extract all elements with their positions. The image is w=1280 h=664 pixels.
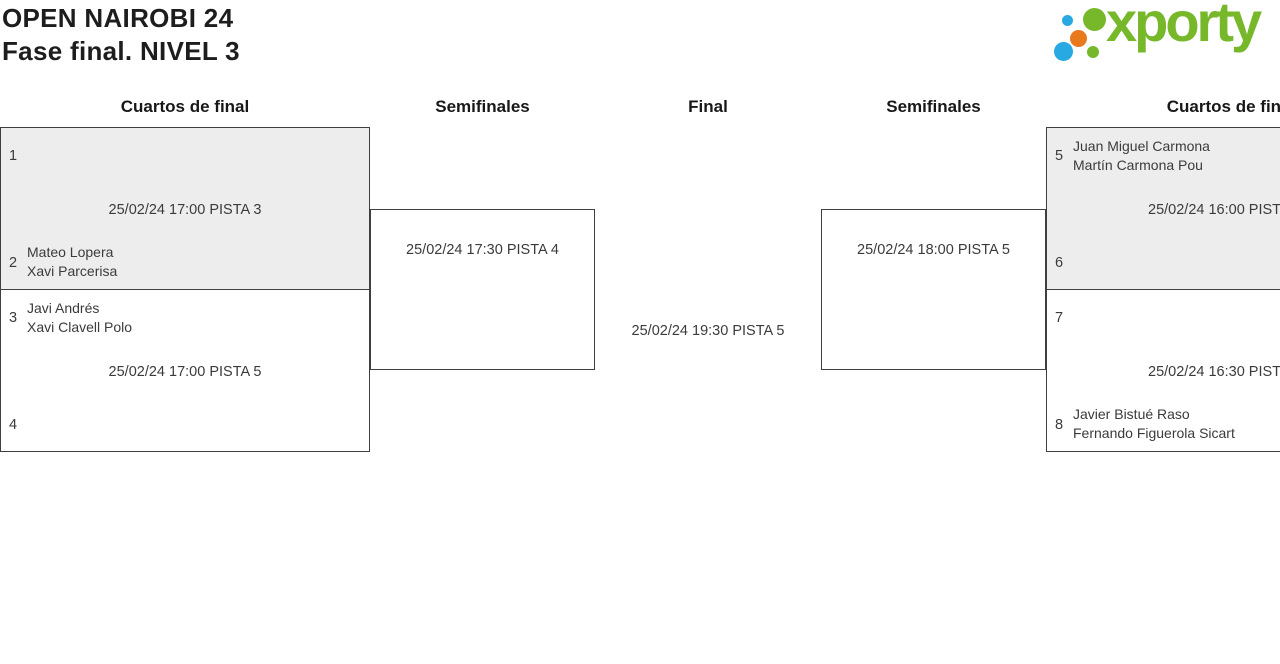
match-datetime: 25/02/24 16:00 PISTA (1148, 202, 1280, 218)
round-header-quarterfinals-left: Cuartos de final (120, 97, 250, 116)
match-final-datetime[interactable]: 25/02/24 19:30 PISTA 5 (631, 323, 785, 339)
match-qf-seed7-8[interactable]: 7 25/02/24 16:30 PISTA 8 Javier Bistué R… (1046, 289, 1280, 452)
phase-name: Fase final. NIVEL 3 (2, 36, 240, 66)
player-pair-top: Javi Andrés Xavi Clavell Polo (27, 299, 363, 337)
player-name: Fernando Figuerola Sicart (1073, 425, 1235, 441)
seed-number: 5 (1055, 148, 1064, 164)
seed-number: 7 (1055, 310, 1064, 326)
player-pair-bottom: Javier Bistué Raso Fernando Figuerola Si… (1073, 405, 1280, 443)
player-pair-top: Juan Miguel Carmona Martín Carmona Pou (1073, 137, 1280, 175)
logo-dot-orange-icon (1070, 30, 1087, 47)
player-pair-bottom: Mateo Lopera Xavi Parcerisa (27, 243, 363, 281)
seed-number: 3 (9, 310, 18, 326)
round-header-semifinals-right: Semifinales (886, 97, 981, 116)
seed-number: 8 (1055, 417, 1064, 433)
logo-dot-blue-small-icon (1062, 15, 1073, 26)
seed-number: 6 (1055, 255, 1064, 271)
logo-dot-green-small-icon (1087, 46, 1099, 58)
player-name: Xavi Clavell Polo (27, 319, 133, 335)
logo-wordmark: xporty (1106, 0, 1262, 53)
xporty-logo[interactable]: xporty (1050, 0, 1280, 76)
page-title: OPEN NAIROBI 24 Fase final. NIVEL 3 (2, 2, 240, 68)
round-header-quarterfinals-right: Cuartos de final (1166, 97, 1280, 116)
player-name: Juan Miguel Carmona (1073, 138, 1210, 154)
logo-dot-green-large-icon (1083, 8, 1106, 31)
match-datetime: 25/02/24 16:30 PISTA (1148, 364, 1280, 380)
match-qf-seed1-2[interactable]: 1 25/02/24 17:00 PISTA 3 2 Mateo Lopera … (0, 127, 370, 289)
round-header-final: Final (688, 97, 728, 116)
tournament-name: OPEN NAIROBI 24 (2, 3, 234, 33)
match-datetime: 25/02/24 17:00 PISTA 5 (108, 364, 262, 380)
match-datetime: 25/02/24 17:30 PISTA 4 (406, 242, 559, 258)
round-header-semifinals-left: Semifinales (435, 97, 530, 116)
match-semifinal-left[interactable]: 25/02/24 17:30 PISTA 4 (370, 209, 595, 370)
match-qf-seed3-4[interactable]: 3 Javi Andrés Xavi Clavell Polo 25/02/24… (0, 289, 370, 452)
player-name: Javi Andrés (27, 300, 100, 316)
seed-number: 1 (9, 148, 18, 164)
player-name: Xavi Parcerisa (27, 263, 118, 279)
player-name: Javier Bistué Raso (1073, 406, 1190, 422)
seed-number: 2 (9, 255, 18, 271)
logo-dot-blue-large-icon (1054, 42, 1073, 61)
player-name: Mateo Lopera (27, 244, 114, 260)
match-datetime: 25/02/24 18:00 PISTA 5 (857, 242, 1010, 258)
match-datetime: 25/02/24 17:00 PISTA 3 (108, 202, 262, 218)
match-semifinal-right[interactable]: 25/02/24 18:00 PISTA 5 (821, 209, 1046, 370)
seed-number: 4 (9, 417, 18, 433)
player-name: Martín Carmona Pou (1073, 157, 1203, 173)
match-qf-seed5-6[interactable]: 5 Juan Miguel Carmona Martín Carmona Pou… (1046, 127, 1280, 289)
